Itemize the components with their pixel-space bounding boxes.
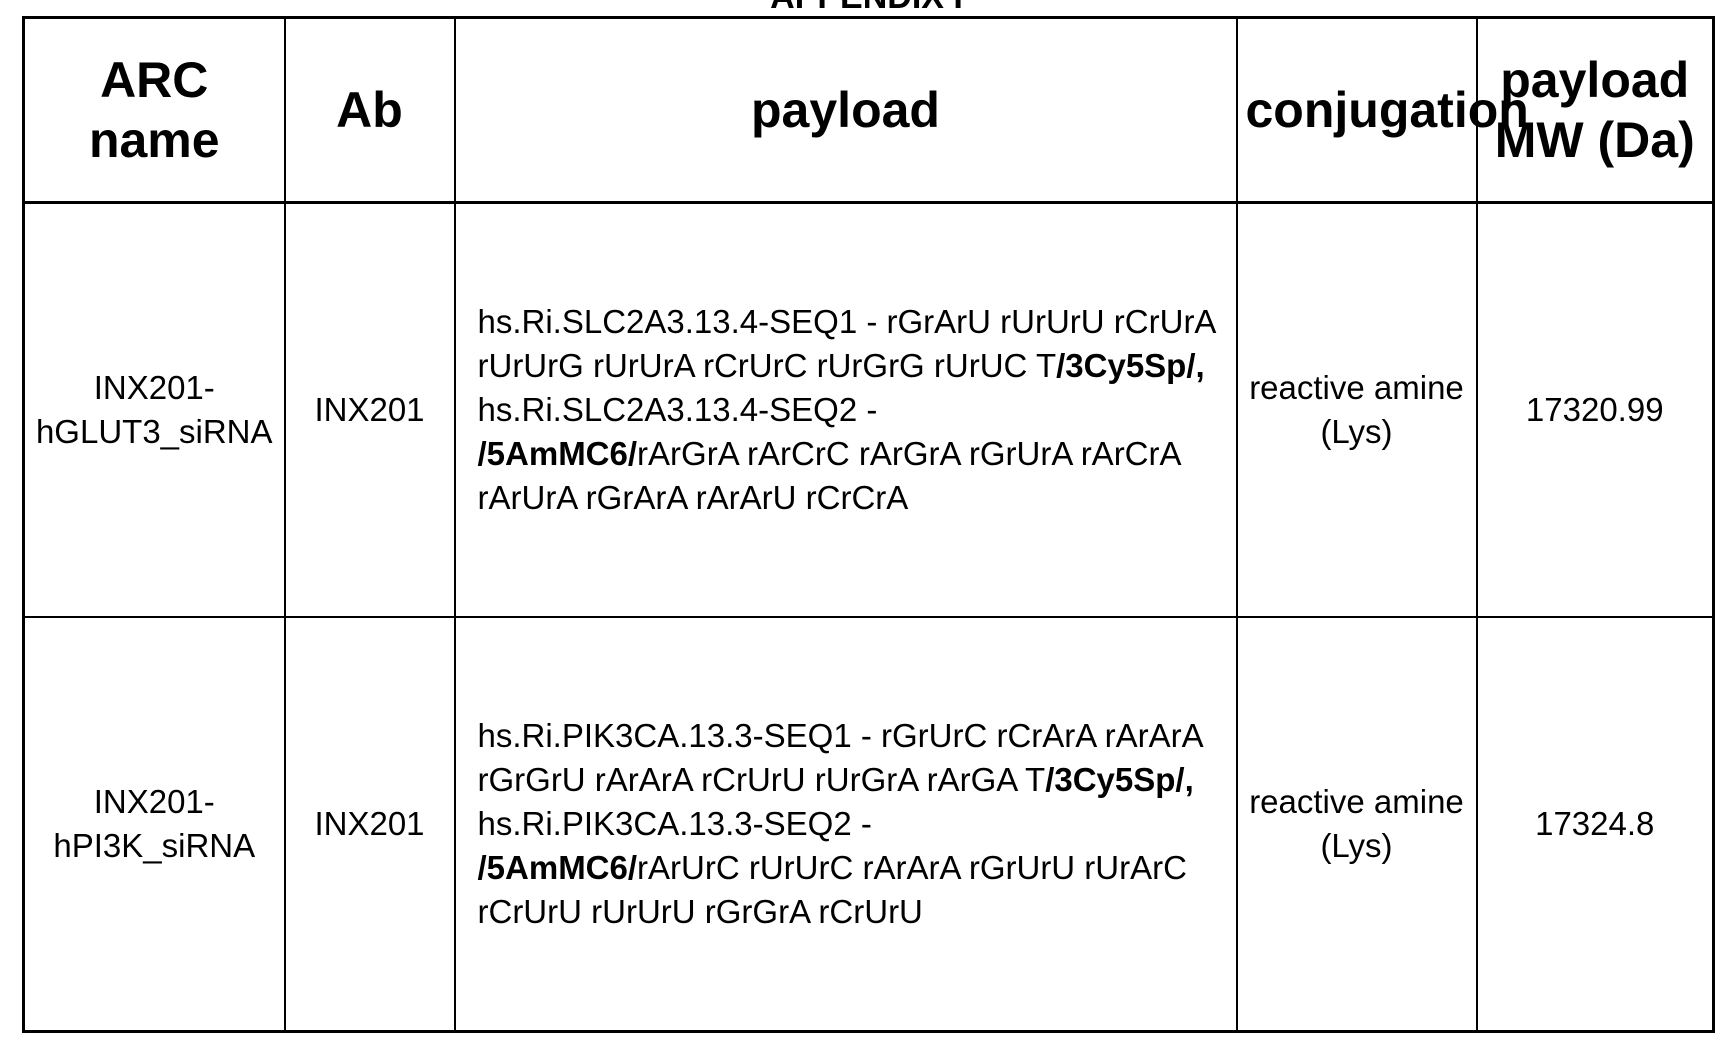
conjugation-cell: reactive amine (Lys) xyxy=(1237,203,1477,618)
ab-cell: INX201 xyxy=(285,203,455,618)
header-payload-mw: payload MW (Da) xyxy=(1477,18,1714,203)
seq2-label: hs.Ri.PIK3CA.13.3-SEQ2 - xyxy=(478,805,872,842)
header-ab: Ab xyxy=(285,18,455,203)
payload-cell: hs.Ri.SLC2A3.13.4-SEQ1 - rGrArU rUrUrU r… xyxy=(455,203,1237,618)
table-row: INX201-hGLUT3_siRNA INX201 hs.Ri.SLC2A3.… xyxy=(24,203,1714,618)
table-row: INX201-hPI3K_siRNA INX201 hs.Ri.PIK3CA.1… xyxy=(24,617,1714,1032)
appendix-title: APPENDIX I xyxy=(0,0,1733,17)
header-payload: payload xyxy=(455,18,1237,203)
seq2-modification: /5AmMC6/ xyxy=(478,435,638,472)
header-row: ARC name Ab payload conjugation payload … xyxy=(24,18,1714,203)
seq1-modification: /3Cy5Sp/, xyxy=(1045,761,1194,798)
seq2-label: hs.Ri.SLC2A3.13.4-SEQ2 - xyxy=(478,391,878,428)
payload-cell: hs.Ri.PIK3CA.13.3-SEQ1 - rGrUrC rCrArA r… xyxy=(455,617,1237,1032)
mw-cell: 17324.8 xyxy=(1477,617,1714,1032)
arc-table: ARC name Ab payload conjugation payload … xyxy=(22,16,1715,1033)
header-arc-name: ARC name xyxy=(24,18,285,203)
header-conjugation: conjugation xyxy=(1237,18,1477,203)
seq1-modification: /3Cy5Sp/, xyxy=(1056,347,1205,384)
arc-name-cell: INX201-hPI3K_siRNA xyxy=(24,617,285,1032)
conjugation-cell: reactive amine (Lys) xyxy=(1237,617,1477,1032)
ab-cell: INX201 xyxy=(285,617,455,1032)
mw-cell: 17320.99 xyxy=(1477,203,1714,618)
seq2-modification: /5AmMC6/ xyxy=(478,849,638,886)
arc-name-cell: INX201-hGLUT3_siRNA xyxy=(24,203,285,618)
